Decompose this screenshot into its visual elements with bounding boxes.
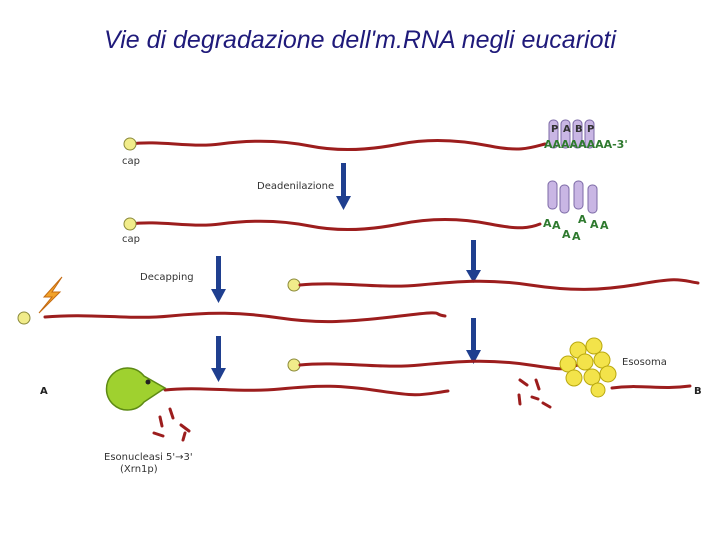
mrna-row-1: cap (122, 138, 545, 167)
cap-icon (288, 279, 300, 291)
nucleotide-fragment (160, 417, 162, 426)
pathway-b: Esosoma B (288, 338, 702, 407)
cap-icon (18, 312, 30, 324)
mrna-strand (130, 140, 545, 149)
arrow-head-icon (211, 368, 226, 382)
pabp-letter: A (563, 124, 571, 135)
mrna-row-2: cap (122, 218, 540, 245)
arrow-down-icon (471, 318, 476, 352)
released-pabp-group: A A A A A A A (543, 181, 609, 243)
nucleotide-fragment (543, 403, 550, 407)
polya-letter: A (562, 228, 571, 241)
pabp-protein-icon (588, 185, 597, 213)
mrna-strand (612, 386, 690, 388)
nucleotide-fragment (536, 380, 539, 389)
polya-letter: A (543, 217, 552, 230)
pathway-a-label: A (40, 386, 48, 397)
pathway-a-step (211, 336, 226, 382)
decapping-step: Decapping (140, 256, 226, 303)
polya-letter: A (600, 219, 609, 232)
nucleotide-fragment (532, 397, 538, 399)
nucleotide-fragment (181, 425, 189, 431)
mrna-strand (130, 220, 540, 230)
polya-letter: A (552, 219, 561, 232)
cap-label: cap (122, 156, 140, 167)
pabp-protein-icon (548, 181, 557, 209)
mrna-strand (300, 280, 698, 290)
arrow-down-icon (216, 336, 221, 370)
pabp-protein-icon (560, 185, 569, 213)
polya-tail-label: AAAAAAAA-3' (544, 138, 628, 151)
cap-icon (124, 218, 136, 230)
pathway-a: A Esonucleasi 5'→3' (Xrn1p) (40, 368, 448, 475)
pathway-b-label: B (694, 386, 702, 397)
deadenylation-step: Deadenilazione (257, 163, 351, 210)
pabp-letter: P (551, 124, 558, 135)
pathway-b-step-1 (466, 240, 481, 283)
mrna-row-3-left (18, 312, 445, 324)
polya-letter: A (572, 230, 581, 243)
exonuclease-sublabel: (Xrn1p) (120, 464, 158, 475)
polya-letter: A (590, 218, 599, 231)
lightning-icon (39, 277, 62, 313)
pacman-exonuclease-icon (107, 368, 165, 410)
arrow-head-icon (211, 289, 226, 303)
arrow-head-icon (336, 196, 351, 210)
arrow-down-icon (216, 256, 221, 291)
nucleotide-fragment (183, 433, 185, 440)
arrow-down-icon (341, 163, 346, 198)
pabp-group: P A B P AAAAAAAA-3' (544, 120, 628, 151)
pabp-letter: P (587, 124, 594, 135)
nucleotide-fragment (520, 380, 527, 385)
pabp-letter: B (575, 124, 583, 135)
nucleotide-fragment (519, 395, 520, 404)
cap-icon (124, 138, 136, 150)
arrow-down-icon (471, 240, 476, 272)
pabp-protein-icon (574, 181, 583, 209)
deadenylation-label: Deadenilazione (257, 181, 334, 192)
polya-letter: A (578, 213, 587, 226)
mrna-row-3-right (288, 279, 698, 291)
cap-label: cap (122, 234, 140, 245)
pathway-b-step-2 (466, 318, 481, 364)
exosome-cluster-icon (560, 338, 616, 397)
nucleotide-fragment (154, 433, 163, 436)
exosome-label: Esosoma (622, 357, 667, 368)
mrna-strand (165, 386, 448, 395)
mrna-strand (300, 361, 578, 369)
cap-icon (288, 359, 300, 371)
exonuclease-label: Esonucleasi 5'→3' (104, 452, 193, 463)
decapping-label: Decapping (140, 272, 194, 283)
nucleotide-fragment (170, 409, 173, 418)
mrna-strand (45, 313, 445, 322)
